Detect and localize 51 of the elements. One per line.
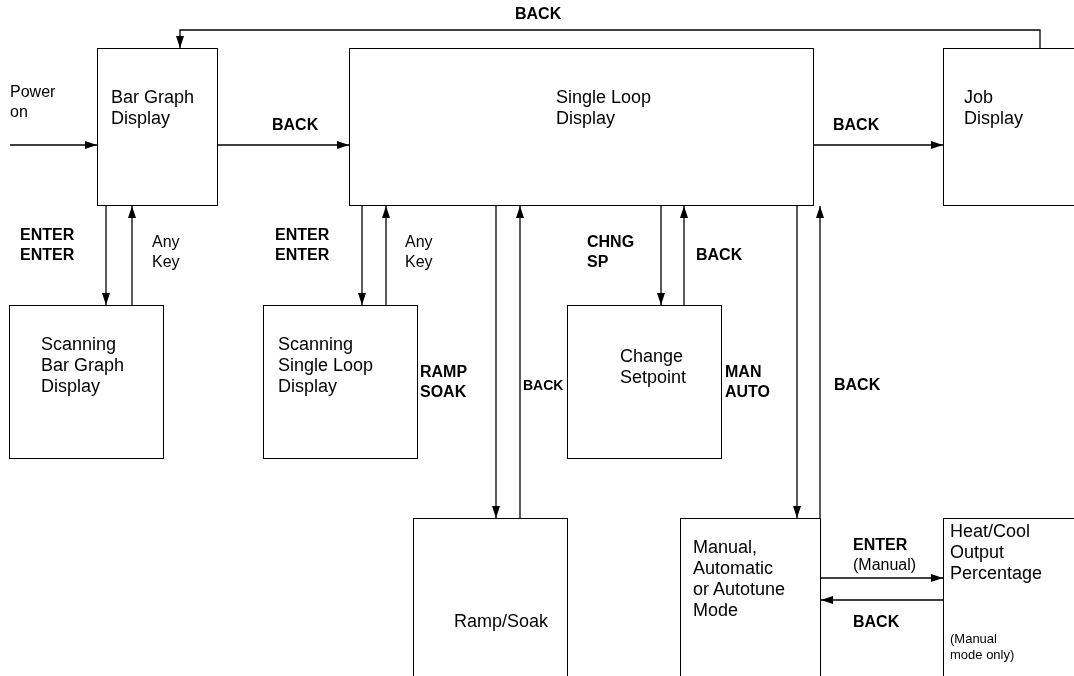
arrow — [382, 205, 390, 306]
arrow — [516, 205, 524, 519]
process-box — [9, 305, 164, 459]
process-box — [263, 305, 418, 459]
box-title: Single Loop Display — [556, 87, 653, 129]
process-box — [567, 305, 722, 459]
box-title: Scanning Bar Graph Display — [41, 334, 126, 397]
process-box — [349, 48, 814, 206]
edge-label: Power on — [10, 82, 57, 122]
edge-label: BACK — [515, 4, 563, 24]
edge-label: BACK — [833, 115, 881, 135]
arrow — [102, 205, 110, 306]
arrow — [816, 205, 824, 519]
arrow — [820, 574, 944, 582]
arrow — [813, 141, 944, 149]
edge-label: Any Key — [152, 232, 181, 272]
box-title: Scanning Single Loop Display — [278, 334, 375, 397]
box-title: Bar Graph Display — [111, 87, 196, 129]
edge-label: RAMP SOAK — [420, 362, 468, 402]
box-note: (Manual mode only) — [950, 631, 1016, 663]
process-box — [680, 518, 821, 676]
arrow — [680, 205, 688, 306]
process-box — [97, 48, 218, 206]
edge-label: Any Key — [405, 232, 434, 272]
box-title: Job Display — [964, 87, 1025, 129]
box-title: Heat/Cool Output Percentage — [950, 521, 1044, 584]
edge-label: CHNG SP — [587, 232, 636, 272]
box-title: Change Setpoint — [620, 346, 688, 388]
arrow — [657, 205, 665, 306]
process-box — [943, 518, 1074, 676]
arrow — [358, 205, 366, 306]
edge-label: BACK — [272, 115, 320, 135]
process-box — [413, 518, 568, 676]
arrow — [176, 29, 1041, 49]
edge-label: MAN AUTO — [725, 362, 772, 402]
arrow — [492, 205, 500, 519]
edge-label: BACK — [696, 245, 744, 265]
arrow — [820, 596, 944, 604]
edge-label: BACK — [523, 376, 565, 395]
box-title: Manual, Automatic or Autotune Mode — [693, 537, 787, 621]
edge-label: BACK — [834, 375, 882, 395]
edge-label: ENTER ENTER — [275, 225, 331, 265]
arrow — [793, 205, 801, 519]
box-title: Ramp/Soak — [454, 611, 550, 632]
edge-label: BACK — [853, 612, 901, 632]
edge-label: ENTER ENTER — [20, 225, 76, 265]
edge-label: ENTER (Manual) — [853, 535, 918, 575]
arrow — [217, 141, 350, 149]
process-box — [943, 48, 1074, 206]
arrow — [9, 141, 98, 149]
arrow — [128, 205, 136, 306]
